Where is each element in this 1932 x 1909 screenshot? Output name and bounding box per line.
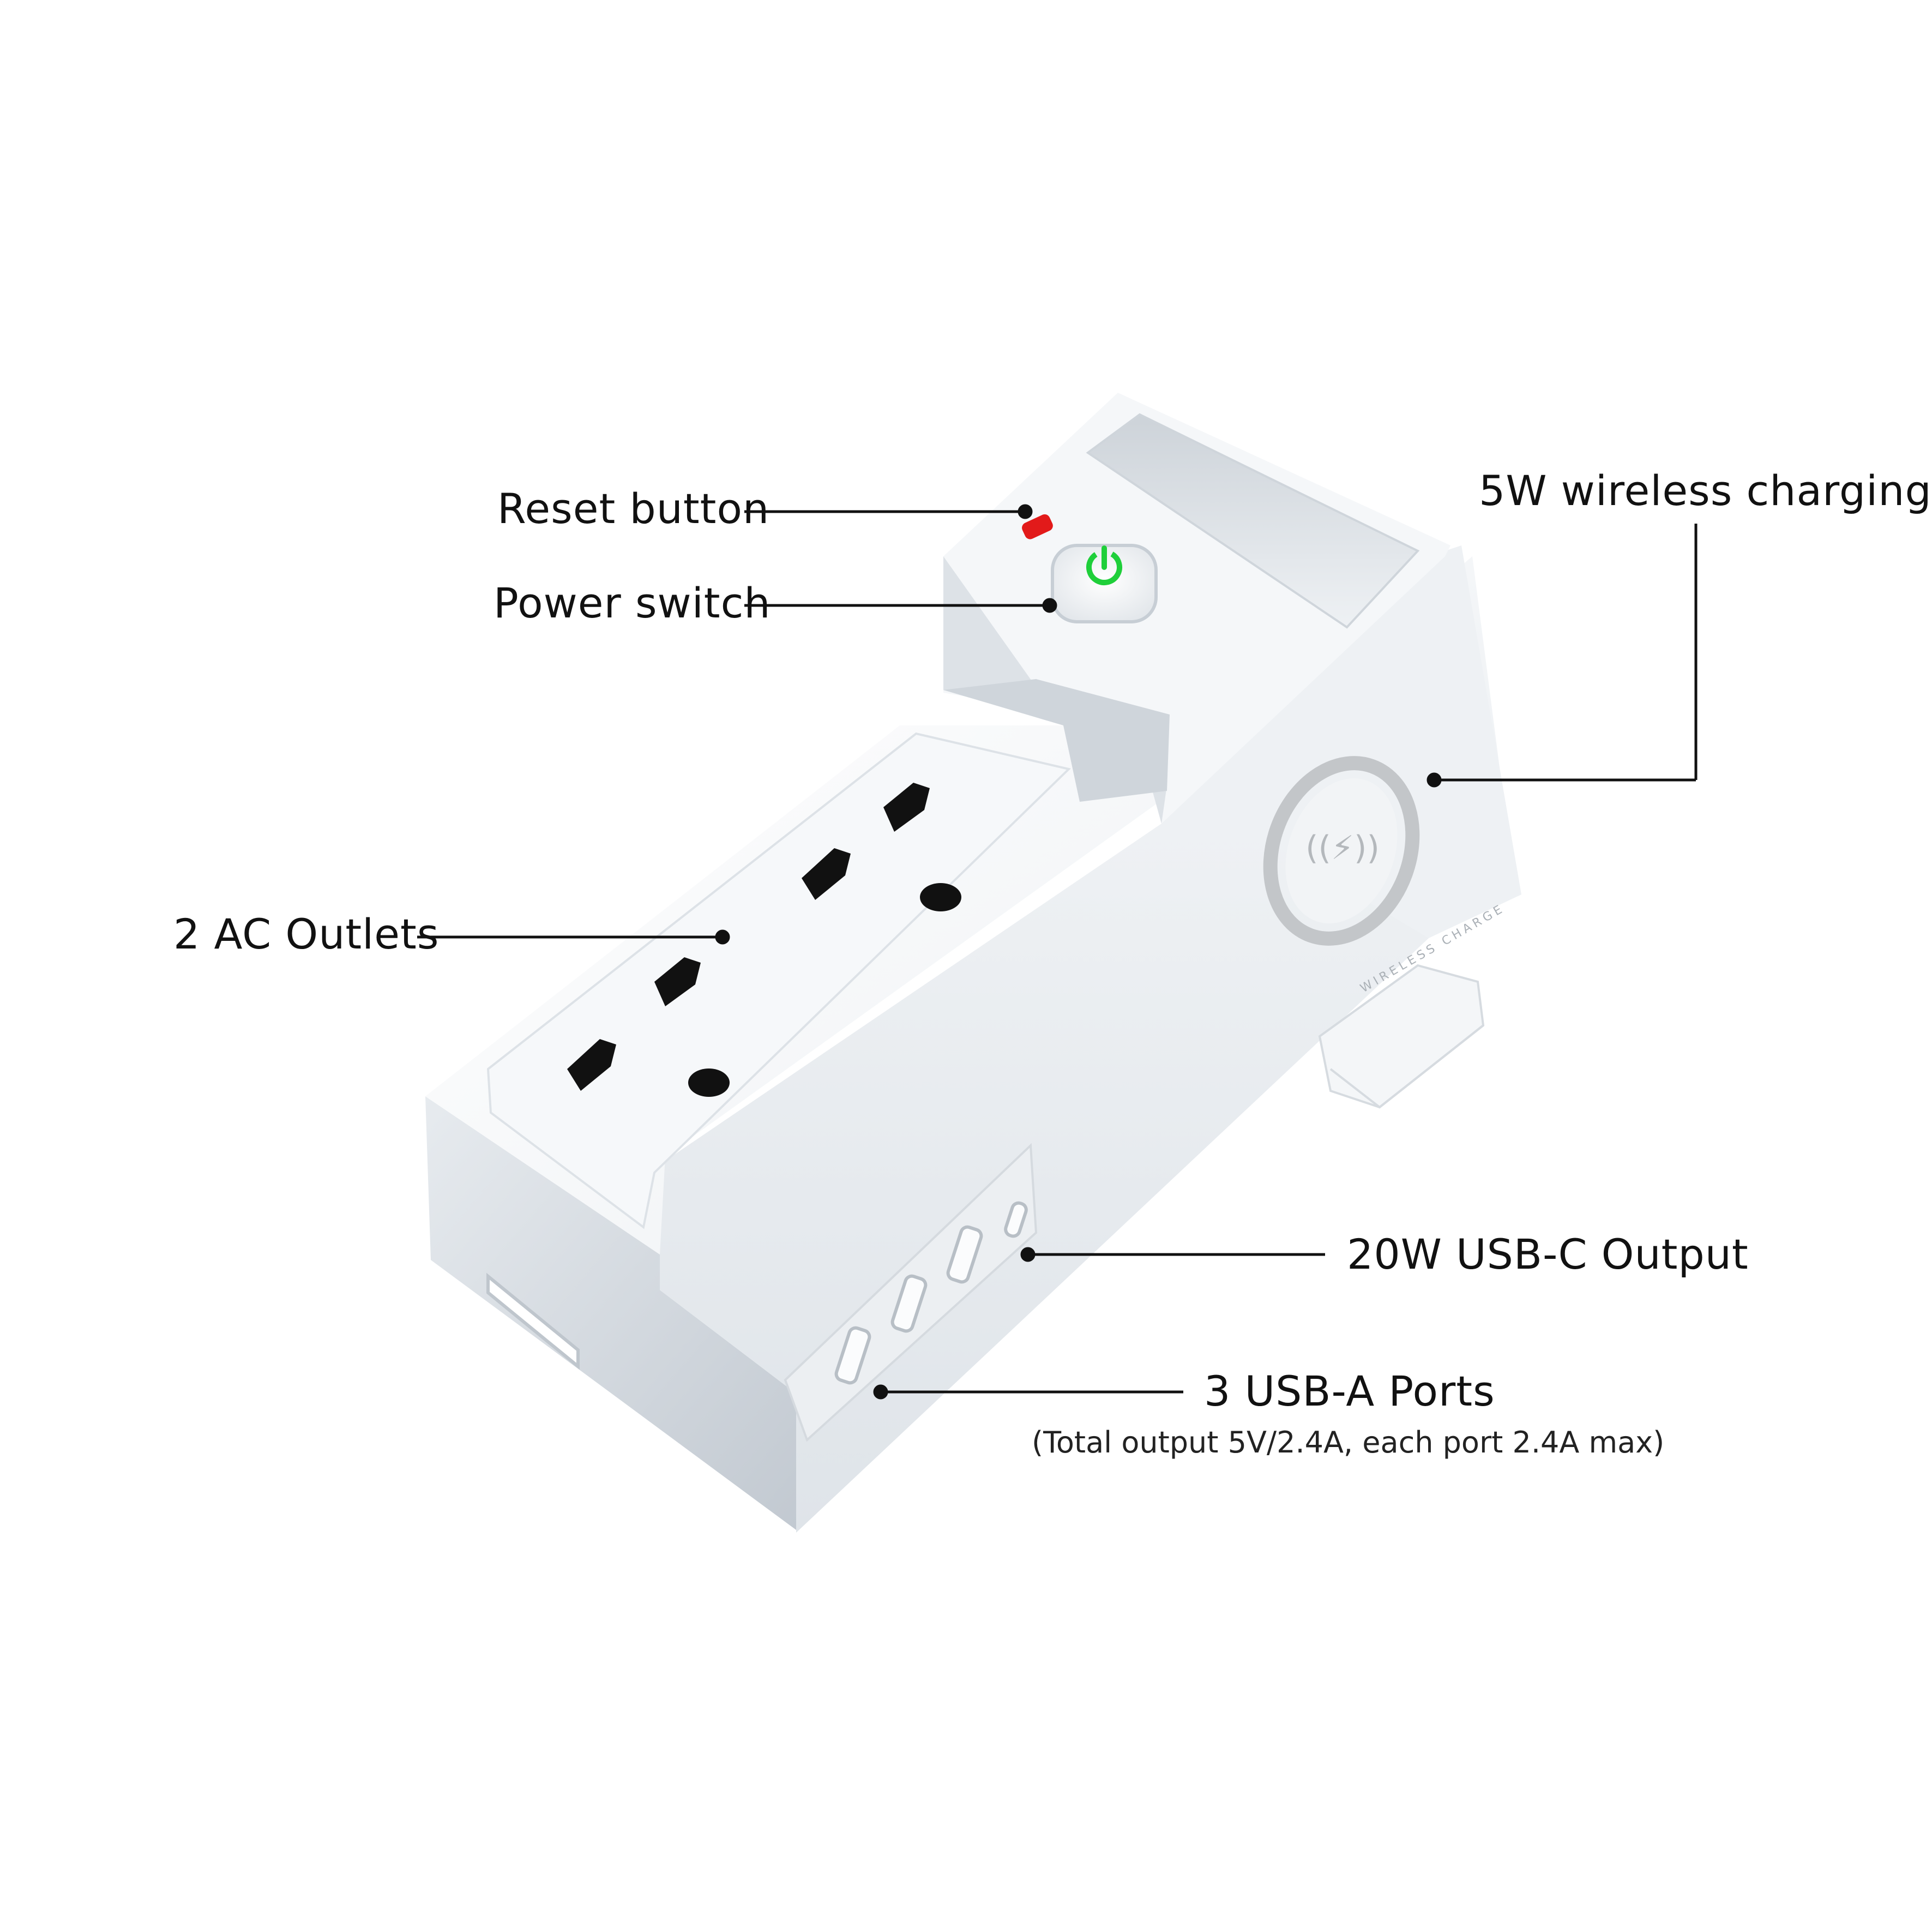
outlet-2-ground [920, 883, 961, 911]
ac-outlet-2 [802, 783, 961, 911]
callout-leaders [417, 504, 1698, 1400]
tower-front-face [1161, 545, 1521, 938]
usb-a-ports-label: 3 USB-A Ports [1204, 1367, 1495, 1415]
outlet-1-ground [688, 1068, 730, 1097]
phone-stand-clip [1318, 964, 1485, 1109]
tower-top [943, 393, 1450, 824]
usb-a-port-3[interactable] [946, 1225, 983, 1284]
outlet-2-slot-a [802, 848, 851, 900]
tray-well [1086, 413, 1420, 629]
usb-c-port[interactable] [1004, 1201, 1028, 1238]
reset-button-label: Reset button [497, 484, 770, 533]
usb-port-panel [784, 1143, 1038, 1442]
wireless-charging-label: 5W wireless charging [1479, 466, 1932, 515]
power-icon [1086, 549, 1122, 585]
usb-a-port-1[interactable] [834, 1326, 871, 1385]
usb-c-output-label: 20W USB-C Output [1347, 1230, 1749, 1278]
outlet-plate [486, 732, 1072, 1229]
power-strip [425, 393, 1521, 1533]
power-switch-label: Power switch [493, 579, 771, 627]
usb-a-ports-note: (Total output 5V/2.4A, each port 2.4A ma… [1032, 1425, 1665, 1460]
cable-slot [486, 1272, 580, 1370]
left-end-face [425, 1096, 796, 1530]
ac-outlets-label: 2 AC Outlets [173, 910, 440, 958]
reset-button-led[interactable] [1020, 513, 1055, 541]
wireless-charge-icon: ((⚡)) [1305, 829, 1380, 867]
power-switch-button[interactable] [1051, 544, 1158, 623]
ac-outlet-1 [567, 957, 730, 1097]
outlet-1-slot-a [567, 1039, 616, 1091]
usb-a-port-2[interactable] [890, 1274, 928, 1333]
outlet-2-slot-b [883, 783, 930, 832]
outlet-1-slot-b [654, 957, 701, 1006]
pen-well [943, 679, 1170, 802]
